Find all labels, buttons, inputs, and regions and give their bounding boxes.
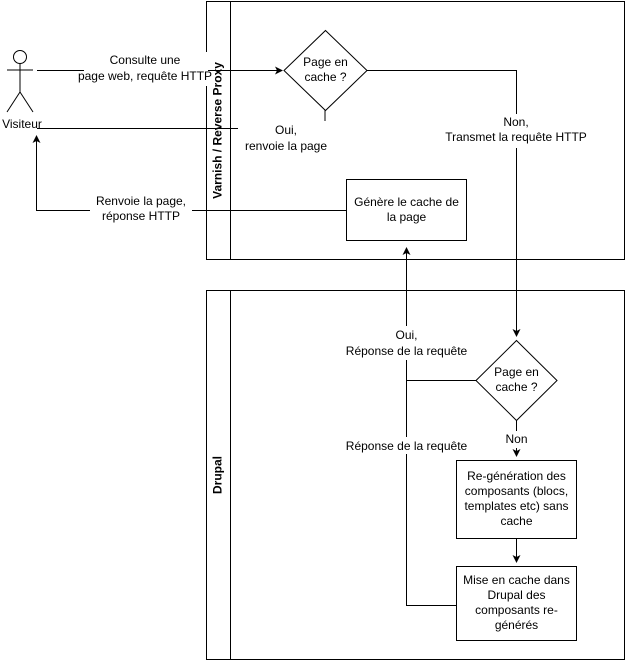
hit-return-line-1: Oui,: [275, 123, 297, 137]
regeneration-line-2: composants (blocs,: [465, 484, 568, 498]
drupal-response-line-1: Réponse de la requête: [346, 439, 468, 453]
store-cache-line-3: composants re-: [475, 603, 558, 617]
regeneration-node: Re-génération des composants (blocs, tem…: [456, 460, 577, 539]
edge-label-drupal-hit: Oui, Réponse de la requête: [338, 326, 476, 360]
store-cache-line-4: générés: [495, 618, 538, 632]
generate-cache-node: Génère le cache de la page: [346, 179, 467, 241]
page-return-line-1: Renvoie la page,: [96, 194, 186, 208]
varnish-lane-title: Varnish / Reverse Proxy: [211, 62, 225, 199]
hit-return-line-2: renvoie la page: [245, 139, 327, 153]
edge-label-drupal-miss: Non: [502, 431, 532, 448]
edge-label-request: Consulte une page web, requête HTTP: [78, 52, 212, 86]
drupal-hit-line-2: Réponse de la requête: [346, 344, 468, 358]
store-cache-line-1: Mise en cache dans: [463, 573, 570, 587]
generate-cache-line-1: Génère le cache de: [354, 195, 459, 209]
visitor-label: Visiteur: [2, 117, 42, 131]
page-return-line-2: réponse HTTP: [102, 209, 180, 223]
drupal-lane-title: Drupal: [211, 456, 225, 494]
edge-label-drupal-response: Réponse de la requête: [338, 437, 476, 454]
arrow-miss-forward: [367, 70, 521, 337]
actor-head-icon: [13, 50, 27, 64]
miss-forward-line-2: Transmet la requête HTTP: [445, 130, 587, 144]
store-cache-line-2: Drupal des: [487, 588, 545, 602]
drupal-decision-line-1: Page en: [494, 365, 539, 379]
drupal-miss-line-1: Non: [505, 432, 527, 446]
edge-label-page-return: Renvoie la page, réponse HTTP: [90, 192, 192, 226]
arrow-page-return: [32, 135, 346, 211]
drupal-cache-decision: Page en cache ?: [475, 339, 558, 422]
edge-label-miss-forward: Non, Transmet la requête HTTP: [440, 114, 592, 148]
visitor-actor: [6, 50, 34, 113]
varnish-decision-line-1: Page en: [303, 55, 348, 69]
varnish-decision-line-2: cache ?: [304, 70, 346, 84]
varnish-cache-decision: Page en cache ?: [283, 29, 368, 112]
drupal-hit-line-1: Oui,: [395, 328, 417, 342]
miss-forward-line-1: Non,: [503, 115, 528, 129]
edge-label-hit-return: Oui, renvoie la page: [238, 121, 334, 155]
arrow-drupal-response: [406, 380, 456, 606]
request-label-line-1: Consulte une: [110, 53, 181, 67]
drupal-decision-line-2: cache ?: [495, 380, 537, 394]
regeneration-line-3: templates etc) sans: [464, 499, 568, 513]
generate-cache-line-2: la page: [387, 210, 427, 224]
regeneration-line-1: Re-génération des: [467, 469, 566, 483]
regeneration-line-4: cache: [500, 514, 532, 528]
request-label-line-2: page web, requête HTTP: [78, 69, 212, 83]
store-cache-node: Mise en cache dans Drupal des composants…: [456, 566, 577, 641]
